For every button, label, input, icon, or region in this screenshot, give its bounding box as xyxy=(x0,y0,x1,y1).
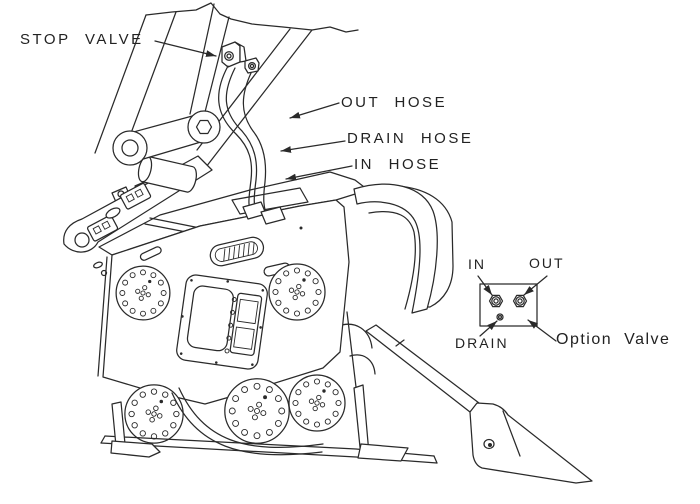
in-hose-leader xyxy=(286,166,352,181)
hydraulic-hoses xyxy=(219,66,285,224)
out-port xyxy=(512,294,528,308)
flywheel-disc xyxy=(115,265,171,321)
boom-break-line xyxy=(146,3,358,32)
flywheel-disc xyxy=(268,263,326,321)
in-hose-label: IN HOSE xyxy=(354,156,442,173)
out-port-leader xyxy=(524,276,547,295)
left-foot-bracket xyxy=(112,402,125,446)
option-valve-in-label: IN xyxy=(468,256,486,272)
option-valve-out-label: OUT xyxy=(529,255,565,271)
ripper-tooth xyxy=(366,325,592,483)
flywheel-disc xyxy=(288,374,346,432)
stop-valve-label: STOP VALVE xyxy=(20,31,144,48)
gearbox xyxy=(175,274,268,371)
in-port-leader xyxy=(478,276,492,295)
drain-hose-label: DRAIN HOSE xyxy=(347,130,474,147)
hatched-slot xyxy=(208,235,265,268)
drain-hose-line xyxy=(226,68,257,214)
excavator-boom xyxy=(95,3,358,167)
out-hose-leader xyxy=(290,103,339,118)
drain-hose-leader xyxy=(281,141,345,153)
option-valve-leader xyxy=(528,320,556,341)
flywheel-disc xyxy=(224,378,290,444)
link-bushing xyxy=(136,155,198,193)
in-hose-line xyxy=(243,73,268,218)
in-port xyxy=(488,294,504,308)
option-valve-inset xyxy=(478,276,556,341)
flywheel-disc xyxy=(124,384,184,444)
out-hose-line xyxy=(219,66,252,212)
right-support-arm xyxy=(338,184,453,387)
guard-band xyxy=(172,393,322,455)
out-hose-label: OUT HOSE xyxy=(341,94,448,111)
drain-port-leader xyxy=(480,321,497,336)
drain-port xyxy=(497,314,503,320)
bucket-linkage xyxy=(64,111,220,252)
lower-assembly xyxy=(101,374,437,463)
leader-lines xyxy=(155,41,352,181)
stop-valve-assembly xyxy=(222,42,259,73)
option-valve-drain-label: DRAIN xyxy=(455,335,509,351)
main-body-plate xyxy=(93,200,349,404)
stop-valve-leader xyxy=(155,41,216,57)
option-valve-caption: Option Valve xyxy=(556,331,671,348)
